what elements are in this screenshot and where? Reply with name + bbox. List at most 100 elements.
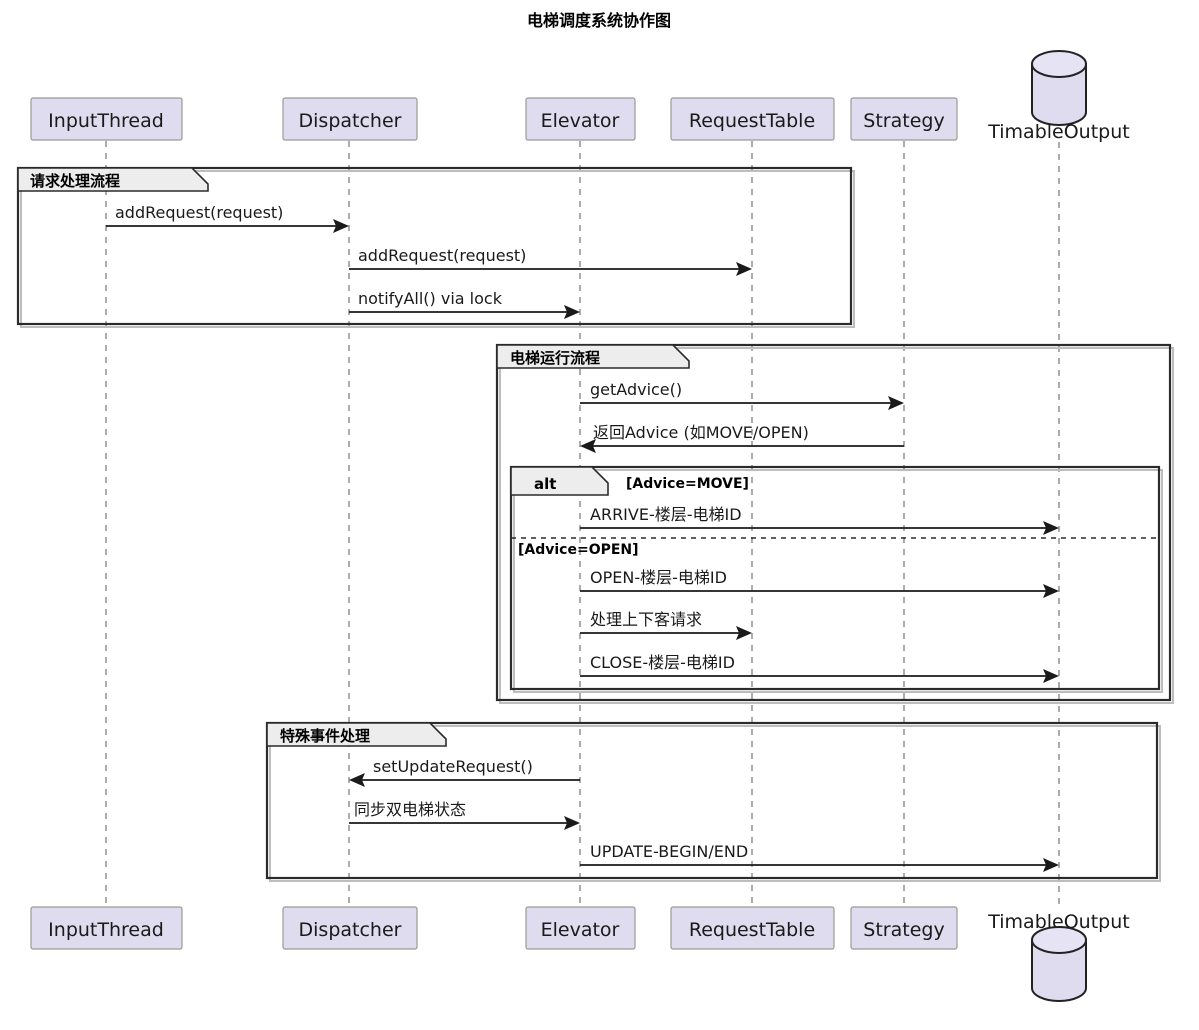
message-notifyall-dispatcher-to-elevator: notifyAll() via lock xyxy=(349,289,580,319)
message-label: CLOSE-楼层-电梯ID xyxy=(590,653,735,672)
alt-guard-1: [Advice=MOVE] xyxy=(626,476,749,492)
participant-dispatcher-top[interactable]: Dispatcher xyxy=(282,97,418,141)
message-label: getAdvice() xyxy=(590,380,682,399)
alt-tab xyxy=(510,466,609,496)
participant-label: Dispatcher xyxy=(299,110,402,132)
participant-label: Strategy xyxy=(863,110,944,132)
message-open-elevator-to-timableoutput: OPEN-楼层-电梯ID xyxy=(580,568,1059,598)
database-icon xyxy=(1031,50,1087,78)
message-close-elevator-to-timableoutput: CLOSE-楼层-电梯ID xyxy=(580,653,1059,683)
database-icon-body xyxy=(1031,939,1087,1002)
participant-label: Strategy xyxy=(863,919,944,941)
participant-box[interactable] xyxy=(670,906,835,950)
message-label: ARRIVE-楼层-电梯ID xyxy=(590,505,742,524)
participant-label: Elevator xyxy=(541,919,620,941)
participant-header-row-top: InputThread Dispatcher Elevator RequestT… xyxy=(30,50,1130,143)
group-frame xyxy=(16,166,853,326)
alt-frame xyxy=(509,465,1161,691)
message-label: notifyAll() via lock xyxy=(358,289,503,308)
participant-dispatcher-bottom[interactable]: Dispatcher xyxy=(282,906,418,950)
message-label: 处理上下客请求 xyxy=(590,610,702,629)
arrow-head-icon xyxy=(1043,584,1059,598)
participant-label: RequestTable xyxy=(689,919,815,941)
alt-frame-shadow xyxy=(513,469,1163,693)
group-tab xyxy=(17,167,209,192)
participant-elevator-bottom[interactable]: Elevator xyxy=(525,906,636,950)
participant-label: InputThread xyxy=(48,110,164,132)
participant-box[interactable] xyxy=(850,906,958,950)
arrow-head-icon xyxy=(349,773,365,787)
participant-label: TimableOutput xyxy=(987,121,1129,143)
arrow-head-icon xyxy=(1043,521,1059,535)
message-update-begin-end-elevator-to-timableoutput: UPDATE-BEGIN/END xyxy=(580,842,1059,872)
participant-inputthread-top[interactable]: InputThread xyxy=(30,97,183,141)
arrow-head-icon xyxy=(1043,858,1059,872)
participant-box[interactable] xyxy=(30,906,183,950)
participant-box[interactable] xyxy=(282,906,418,950)
participant-requesttable-top[interactable]: RequestTable xyxy=(670,97,835,141)
alt-tab-label: alt xyxy=(534,475,556,493)
arrow-head-icon xyxy=(888,396,904,410)
lifelines-layer xyxy=(105,141,1060,906)
message-setupdaterequest-elevator-to-dispatcher: setUpdateRequest() xyxy=(349,757,580,787)
participant-box[interactable] xyxy=(850,97,958,141)
arrow-head-icon xyxy=(736,262,752,276)
message-handle-passengers-elevator-to-requesttable: 处理上下客请求 xyxy=(580,610,752,640)
arrow-head-icon xyxy=(1043,669,1059,683)
participant-timableoutput-bottom[interactable]: TimableOutput xyxy=(987,911,1130,1002)
participant-label: InputThread xyxy=(48,919,164,941)
participant-label: Dispatcher xyxy=(299,919,402,941)
participant-label: RequestTable xyxy=(689,110,815,132)
message-addrequest-dispatcher-to-requesttable: addRequest(request) xyxy=(349,246,752,276)
group-special-events: 特殊事件处理 setUpdateRequest() 同步双电梯状态 UPDATE… xyxy=(265,721,1161,882)
message-arrive-elevator-to-timableoutput: ARRIVE-楼层-电梯ID xyxy=(580,505,1059,535)
participant-header-row-bottom: InputThread Dispatcher Elevator RequestT… xyxy=(30,906,1130,1002)
participant-label: TimableOutput xyxy=(987,911,1129,933)
group-tab xyxy=(266,722,447,747)
group-frame xyxy=(265,721,1159,880)
message-label: addRequest(request) xyxy=(358,246,526,265)
message-label: addRequest(request) xyxy=(115,203,283,222)
participant-box[interactable] xyxy=(525,97,636,141)
group-tab xyxy=(496,344,690,369)
group-tab-label: 请求处理流程 xyxy=(30,172,120,190)
message-addrequest-input-to-dispatcher: addRequest(request) xyxy=(106,203,349,233)
alt-fragment-advice: alt [Advice=MOVE] ARRIVE-楼层-电梯ID [Advice… xyxy=(509,465,1163,693)
message-getadvice-elevator-to-strategy: getAdvice() xyxy=(580,380,904,410)
message-label: 同步双电梯状态 xyxy=(354,800,466,819)
message-label: setUpdateRequest() xyxy=(373,757,533,776)
participant-requesttable-bottom[interactable]: RequestTable xyxy=(670,906,835,950)
participant-inputthread-bottom[interactable]: InputThread xyxy=(30,906,183,950)
group-elevator-run: 电梯运行流程 getAdvice() 返回Advice (如MOVE/OPEN)… xyxy=(495,343,1174,704)
group-frame xyxy=(495,343,1172,702)
participant-box[interactable] xyxy=(30,97,183,141)
participant-label: Elevator xyxy=(541,110,620,132)
message-label: OPEN-楼层-电梯ID xyxy=(590,568,727,587)
participant-strategy-bottom[interactable]: Strategy xyxy=(850,906,958,950)
group-request-flow: 请求处理流程 addRequest(request) addRequest(re… xyxy=(16,166,855,328)
message-label: UPDATE-BEGIN/END xyxy=(590,842,748,861)
message-label: 返回Advice (如MOVE/OPEN) xyxy=(593,423,809,442)
group-tab-label: 特殊事件处理 xyxy=(280,727,370,745)
alt-guard-2: [Advice=OPEN] xyxy=(518,542,639,558)
participant-elevator-top[interactable]: Elevator xyxy=(525,97,636,141)
participant-box[interactable] xyxy=(525,906,636,950)
participant-box[interactable] xyxy=(282,97,418,141)
database-icon xyxy=(1031,926,1087,954)
participant-box[interactable] xyxy=(670,97,835,141)
group-tab-label: 电梯运行流程 xyxy=(510,349,600,367)
group-frame-shadow xyxy=(499,347,1174,704)
group-frame-shadow xyxy=(269,725,1161,882)
participant-strategy-top[interactable]: Strategy xyxy=(850,97,958,141)
arrow-head-icon xyxy=(580,439,596,453)
participant-timableoutput-top[interactable]: TimableOutput xyxy=(987,50,1130,143)
message-sync-dual-elevator-dispatcher-to-elevator: 同步双电梯状态 xyxy=(349,800,580,830)
group-frame-shadow xyxy=(20,170,855,328)
arrow-head-icon xyxy=(564,305,580,319)
page-title: 电梯调度系统协作图 xyxy=(527,11,671,30)
arrow-head-icon xyxy=(564,816,580,830)
arrow-head-icon xyxy=(333,219,349,233)
arrow-head-icon xyxy=(736,626,752,640)
database-icon-body xyxy=(1031,63,1087,126)
